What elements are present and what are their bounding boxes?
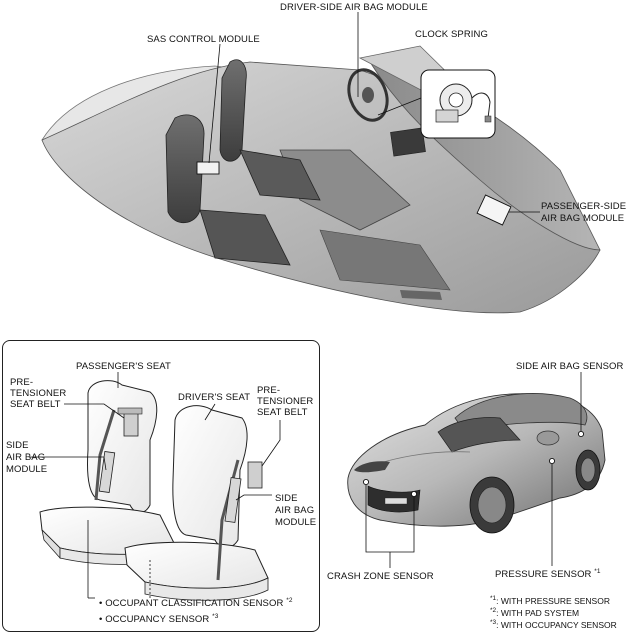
occupant-classification-text: OCCUPANT CLASSIFICATION SENSOR: [105, 598, 284, 609]
footnotes: *1: WITH PRESSURE SENSOR *2: WITH PAD SY…: [490, 595, 617, 630]
footnote-2: *2: WITH PAD SYSTEM: [490, 607, 617, 618]
clock-spring-label: CLOCK SPRING: [415, 29, 488, 40]
driver-airbag-label: DRIVER-SIDE AIR BAG MODULE: [280, 2, 428, 13]
occupant-classification-sensor-label: • OCCUPANT CLASSIFICATION SENSOR *2: [99, 596, 293, 609]
bullet: •: [99, 614, 103, 625]
pretensioner-left-label-3: SEAT BELT: [10, 399, 61, 410]
side-airbag-right-label-1: SIDE: [275, 493, 298, 504]
pressure-sensor-mark: *1: [594, 567, 601, 575]
pretensioner-right-label-1: PRE-: [257, 385, 281, 396]
footnote-1: *1: WITH PRESSURE SENSOR: [490, 595, 617, 606]
bullet: •: [99, 598, 103, 609]
occupancy-sensor-mark: *3: [212, 612, 219, 620]
side-airbag-left-label-2: AIR BAG: [6, 452, 46, 463]
pressure-sensor-text: PRESSURE SENSOR: [495, 569, 592, 580]
side-airbag-right-label-2: AIR BAG: [275, 505, 315, 516]
side-airbag-left-label-3: MODULE: [6, 464, 48, 475]
crash-zone-sensor-label: CRASH ZONE SENSOR: [327, 571, 434, 582]
passenger-airbag-label-2: AIR BAG MODULE: [541, 213, 625, 224]
seat-inset-frame: [2, 340, 320, 632]
footnote-text: : WITH PAD SYSTEM: [496, 608, 580, 618]
pretensioner-left-label-1: PRE-: [10, 377, 34, 388]
footnote-mark: *2: [490, 607, 497, 615]
footnote-text: : WITH PRESSURE SENSOR: [496, 596, 610, 606]
pretensioner-right-label-2: TENSIONER: [257, 396, 314, 407]
passengers-seat-label: PASSENGER'S SEAT: [76, 361, 171, 372]
occupancy-sensor-label: • OCCUPANCY SENSOR *3: [99, 612, 219, 625]
pretensioner-right-label-3: SEAT BELT: [257, 407, 308, 418]
side-airbag-left-label-1: SIDE: [6, 440, 29, 451]
footnote-3: *3: WITH OCCUPANCY SENSOR: [490, 619, 617, 630]
passenger-airbag-label-1: PASSENGER-SIDE: [541, 201, 627, 212]
sas-control-module-label: SAS CONTROL MODULE: [147, 34, 260, 45]
drivers-seat-label: DRIVER'S SEAT: [178, 392, 251, 403]
occupant-classification-mark: *2: [286, 596, 293, 604]
footnote-mark: *3: [490, 619, 497, 627]
pretensioner-left-label-2: TENSIONER: [10, 388, 67, 399]
side-airbag-sensor-label: SIDE AIR BAG SENSOR: [516, 361, 624, 372]
footnote-text: : WITH OCCUPANCY SENSOR: [496, 620, 617, 630]
side-airbag-right-label-3: MODULE: [275, 517, 317, 528]
occupancy-sensor-text: OCCUPANCY SENSOR: [105, 614, 210, 625]
pressure-sensor-label: PRESSURE SENSOR *1: [495, 567, 601, 580]
footnote-mark: *1: [490, 595, 497, 603]
